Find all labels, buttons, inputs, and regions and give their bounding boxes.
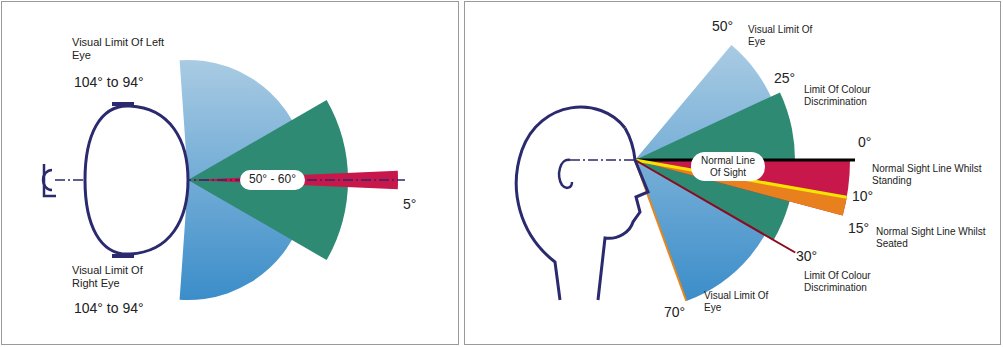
node-text: Normal Line Of Sight xyxy=(700,155,756,178)
head-side-view xyxy=(516,107,625,300)
angle-range: 104° to 94° xyxy=(74,74,144,90)
angle-label: 70° xyxy=(664,304,685,320)
angle-label: 10° xyxy=(852,188,873,204)
angle-label: 30° xyxy=(796,248,817,264)
sight-line-label: Normal Sight Line Whilst Standing xyxy=(872,163,997,186)
ear xyxy=(112,102,134,106)
centreline-symbol xyxy=(44,164,56,196)
head-top-view xyxy=(85,106,188,254)
right-panel xyxy=(465,2,1001,345)
ear xyxy=(559,160,572,188)
colour-limit-label: Limit Of Colour Discrimination xyxy=(804,84,904,107)
ear xyxy=(112,254,134,258)
left-panel xyxy=(2,2,459,345)
angle-label: 5° xyxy=(403,196,416,212)
angle-range-pill: 50° - 60° xyxy=(240,170,305,190)
eye-limit-label: Visual Limit Of Left Eye xyxy=(72,36,167,61)
colour-limit-label: Limit Of Colour Discrimination xyxy=(804,270,914,293)
angle-range: 104° to 94° xyxy=(74,300,144,316)
eye-limit-label: Visual Limit Of Eye xyxy=(748,24,818,47)
eye-limit-label: Visual Limit Of Right Eye xyxy=(72,264,167,289)
eye-limit-label: Visual Limit Of Eye xyxy=(704,290,779,313)
angle-label: 50° xyxy=(712,18,733,34)
angle-label: 0° xyxy=(858,134,871,150)
face-profile xyxy=(598,128,648,300)
angle-label: 25° xyxy=(774,70,795,86)
node-text: 50° - 60° xyxy=(249,173,296,187)
eye-level-line xyxy=(570,159,635,161)
angle-label: 15° xyxy=(848,220,869,236)
sight-line-label: Normal Sight Line Whilst Seated xyxy=(876,226,996,249)
line-of-sight-pill: Normal Line Of Sight xyxy=(691,152,765,181)
